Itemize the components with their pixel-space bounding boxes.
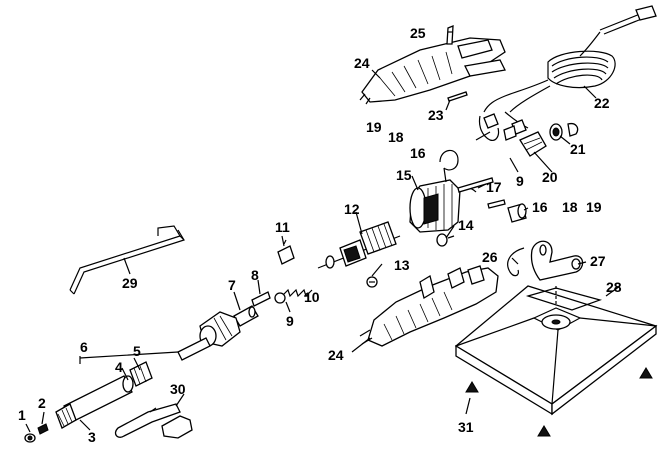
label-part-24b: 24 [328, 347, 344, 363]
label-part-5: 5 [133, 343, 141, 359]
screw-17 [457, 177, 506, 209]
label-part-6: 6 [80, 339, 88, 355]
label-part-18b: 18 [562, 199, 578, 215]
cord-22 [483, 5, 657, 113]
label-part-12: 12 [344, 201, 360, 217]
label-part-14: 14 [458, 217, 474, 233]
label-part-16b: 16 [532, 199, 548, 215]
hanger-29 [69, 225, 185, 295]
label-part-1: 1 [18, 407, 26, 423]
wrench-30 [114, 403, 193, 439]
label-part-28: 28 [606, 279, 622, 295]
brush-cap-21 [549, 122, 579, 141]
label-part-16a: 16 [410, 145, 426, 161]
label-part-22: 22 [594, 95, 610, 111]
screw-13 [366, 276, 378, 288]
label-part-9a: 9 [286, 313, 294, 329]
label-part-11: 11 [275, 219, 290, 235]
label-part-18a: 18 [388, 129, 404, 145]
leader-lines [25, 31, 621, 433]
label-part-30: 30 [170, 381, 186, 397]
label-part-21: 21 [570, 141, 586, 157]
label-part-9b: 9 [516, 173, 524, 189]
bearing-14 [436, 233, 455, 247]
label-part-17: 17 [486, 179, 502, 195]
screw-23 [447, 91, 468, 102]
housing-top-half [359, 37, 506, 105]
label-part-26: 26 [482, 249, 498, 265]
label-part-19a: 19 [366, 119, 382, 135]
label-part-27: 27 [590, 253, 606, 269]
screw-8 [251, 291, 271, 307]
fan-key-25 [446, 25, 454, 45]
feet-31 [465, 367, 653, 437]
part-labels: 1 2 3 4 5 6 7 8 9 9 10 11 12 13 14 15 16… [18, 25, 622, 445]
tip-2 [37, 423, 49, 435]
label-part-20: 20 [542, 169, 558, 185]
switch-assembly [475, 111, 529, 141]
label-part-24a: 24 [354, 55, 370, 71]
brush-16-top [439, 149, 459, 183]
flex-shaft-assembly [55, 311, 241, 429]
label-part-3: 3 [88, 429, 96, 445]
washer-9 [274, 292, 286, 304]
base-28 [454, 285, 658, 416]
label-part-13: 13 [394, 257, 410, 273]
label-part-8: 8 [251, 267, 259, 283]
label-part-2: 2 [38, 395, 46, 411]
bracket-27 [530, 240, 584, 281]
armature-12 [317, 221, 401, 269]
label-part-4: 4 [115, 359, 123, 375]
label-part-19b: 19 [586, 199, 602, 215]
tip-1 [24, 433, 36, 443]
field-assembly-15 [409, 179, 477, 233]
label-part-29: 29 [122, 275, 138, 291]
label-part-31: 31 [458, 419, 474, 435]
brush-11 [277, 239, 295, 265]
label-part-15: 15 [396, 167, 412, 183]
label-part-7: 7 [228, 277, 236, 293]
brush-16-right [507, 203, 527, 223]
spring-10 [281, 288, 313, 298]
label-part-23: 23 [428, 107, 444, 123]
label-part-25: 25 [410, 25, 426, 41]
housing-bottom-half [359, 265, 499, 347]
label-part-10: 10 [304, 289, 320, 305]
brush-holder-20 [519, 131, 547, 157]
clip-26 [507, 247, 525, 277]
